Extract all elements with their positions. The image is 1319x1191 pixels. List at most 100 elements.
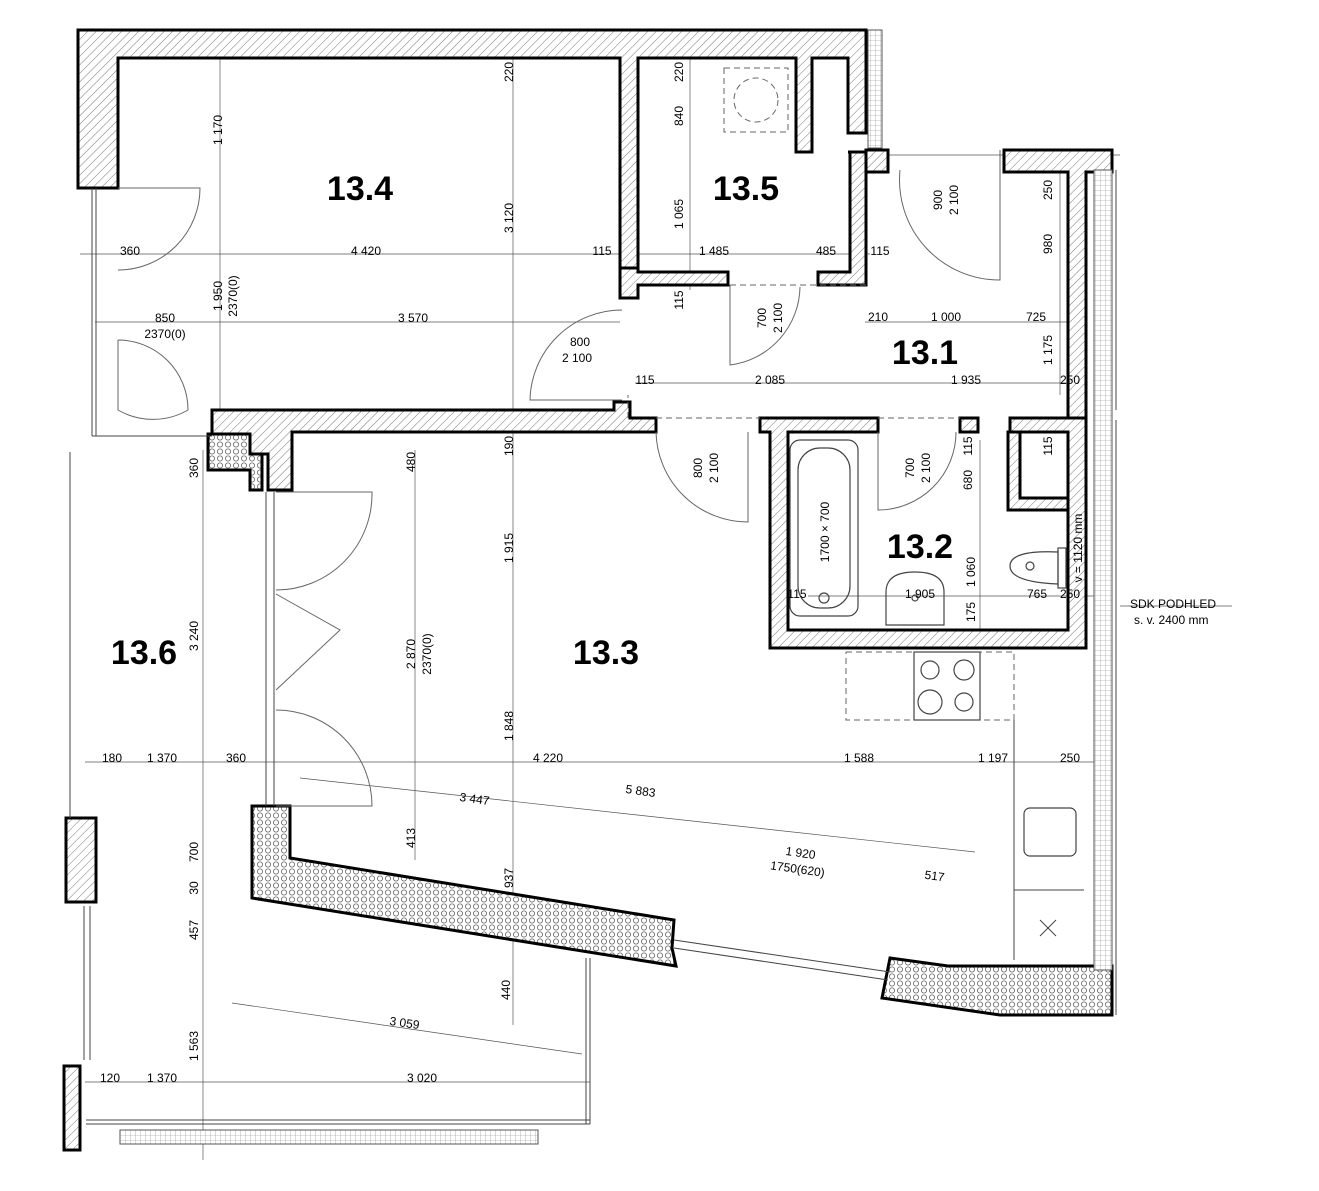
wardrobe-door-3 bbox=[275, 709, 373, 807]
dim: 413 bbox=[404, 828, 418, 848]
door-13-4-hall bbox=[529, 309, 623, 401]
west-column bbox=[206, 432, 264, 492]
east-facade bbox=[1093, 169, 1113, 971]
door-13-3 bbox=[655, 431, 749, 523]
door-13-4 bbox=[117, 187, 201, 271]
dim: 1 370 bbox=[147, 751, 177, 765]
doors bbox=[117, 150, 1001, 807]
bathroom-partition bbox=[958, 416, 980, 434]
dim: 2 870 bbox=[404, 639, 418, 669]
washbasin bbox=[885, 571, 945, 626]
room-13-2-label: 13.2 bbox=[887, 528, 953, 566]
dim: 1 065 bbox=[672, 199, 686, 229]
dim: 2370(0) bbox=[226, 275, 240, 316]
dim: 680 bbox=[961, 470, 975, 490]
south-wall-main bbox=[250, 804, 678, 968]
south-wall-east bbox=[880, 956, 1114, 1017]
dim: 1 848 bbox=[502, 711, 516, 741]
dim: 1 175 bbox=[1041, 335, 1055, 365]
dim: 1 588 bbox=[844, 751, 874, 765]
dim: 1 950 bbox=[211, 281, 225, 311]
dim: 2370(0) bbox=[144, 327, 185, 341]
dim: 700 bbox=[903, 458, 917, 478]
north-wall bbox=[76, 28, 868, 270]
dimension-texts: 360 4 420 115 850 2370(0) 3 570 800 2 10… bbox=[100, 62, 1080, 1085]
washer-space bbox=[723, 67, 789, 133]
dim: 2 100 bbox=[947, 185, 961, 215]
dim: 190 bbox=[502, 436, 516, 456]
dim: 3 020 bbox=[407, 1071, 437, 1085]
dim: 220 bbox=[502, 62, 516, 82]
dim: 4 420 bbox=[351, 244, 381, 258]
cooktop bbox=[913, 651, 981, 721]
bathtub bbox=[789, 439, 859, 617]
dim: 220 bbox=[672, 62, 686, 82]
dim: 360 bbox=[120, 244, 140, 258]
dim: 115 bbox=[672, 290, 686, 309]
dim: 2 100 bbox=[771, 303, 785, 333]
dim: 210 bbox=[868, 310, 888, 324]
balcony-pillar-1 bbox=[64, 816, 98, 904]
room-13-5-east-wall bbox=[816, 148, 890, 287]
dim: 250 bbox=[1060, 587, 1080, 601]
dim: 2 100 bbox=[707, 453, 721, 483]
dim: 3 059 bbox=[389, 1014, 421, 1032]
dim: 765 bbox=[1027, 587, 1047, 601]
bathtub-size: 1700 × 700 bbox=[818, 501, 832, 562]
dim: 900 bbox=[931, 190, 945, 210]
walls bbox=[62, 28, 1114, 1152]
dim: 1 485 bbox=[699, 244, 729, 258]
dim: 840 bbox=[672, 106, 686, 126]
dim: 1750(620) bbox=[769, 858, 825, 879]
dim: 3 570 bbox=[398, 311, 428, 325]
dim: 1 920 bbox=[785, 844, 817, 862]
room-13-4-label: 13.4 bbox=[327, 170, 393, 208]
dim: 2 085 bbox=[755, 373, 785, 387]
dim: 4 220 bbox=[533, 751, 563, 765]
dim: 800 bbox=[570, 335, 590, 349]
dim: 2 100 bbox=[919, 453, 933, 483]
dim: 1 905 bbox=[905, 587, 935, 601]
dim: 440 bbox=[499, 980, 513, 1000]
dim: 485 bbox=[816, 244, 836, 258]
dim: 1 000 bbox=[931, 310, 961, 324]
dim: 115 bbox=[1041, 436, 1055, 455]
dim: 360 bbox=[187, 458, 201, 478]
dim: 517 bbox=[924, 868, 946, 885]
dim: 1 370 bbox=[147, 1071, 177, 1085]
dim: 800 bbox=[691, 458, 705, 478]
door-13-2 bbox=[877, 431, 957, 511]
dim: 2370(0) bbox=[420, 633, 434, 674]
dim: 1 170 bbox=[211, 115, 225, 145]
room-13-1-label: 13.1 bbox=[892, 334, 958, 372]
dim: 1 935 bbox=[951, 373, 981, 387]
dim: 360 bbox=[226, 751, 246, 765]
sink bbox=[1023, 807, 1077, 857]
room-13-5-label: 13.5 bbox=[713, 170, 779, 208]
dim: 3 447 bbox=[459, 790, 491, 808]
dim: 937 bbox=[502, 868, 516, 888]
ceiling-note-title: SDK PODHLED bbox=[1130, 597, 1216, 611]
bath-fixtures bbox=[723, 67, 1067, 626]
dim: 115 bbox=[787, 587, 806, 601]
dim: 115 bbox=[635, 373, 654, 387]
dim: 1 060 bbox=[964, 557, 978, 587]
door-13-5 bbox=[729, 285, 801, 366]
central-wall bbox=[210, 400, 658, 492]
dim: 115 bbox=[961, 436, 975, 455]
dim: 700 bbox=[187, 842, 201, 862]
north-window bbox=[867, 29, 883, 149]
dim: 250 bbox=[1060, 751, 1080, 765]
dim: 725 bbox=[1026, 310, 1046, 324]
wardrobe-door-2 bbox=[275, 593, 341, 691]
dim: 3 120 bbox=[502, 203, 516, 233]
dim: 700 bbox=[755, 308, 769, 328]
dim: 3 240 bbox=[187, 621, 201, 651]
dim: 980 bbox=[1041, 234, 1055, 254]
dim: 1 563 bbox=[187, 1031, 201, 1061]
dimension-lines bbox=[80, 40, 1232, 1160]
dim: 1 915 bbox=[502, 533, 516, 563]
dim: 175 bbox=[964, 602, 978, 622]
room-13-6-label: 13.6 bbox=[111, 634, 177, 672]
